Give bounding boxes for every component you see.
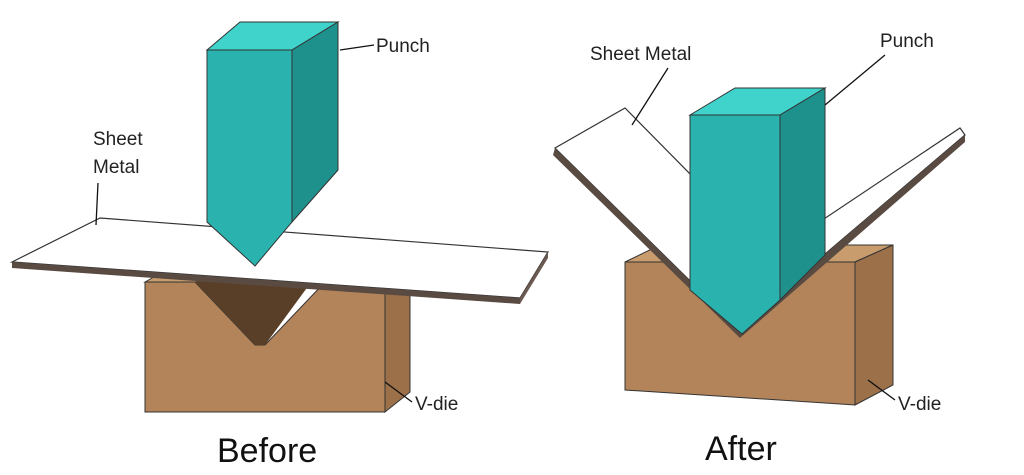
sheet-edge-side (520, 252, 548, 304)
sheet-edge (12, 262, 520, 304)
die-v-groove (195, 270, 320, 345)
punch-front-face (206, 49, 293, 267)
punch-side-face (291, 21, 339, 224)
before-sheet (9, 217, 550, 304)
punch-label: Punch (376, 36, 430, 57)
die-side-face (854, 244, 894, 406)
before-caption: Before (217, 432, 317, 470)
before-labels: Punch Sheet Metal V-die Before (93, 36, 458, 470)
after-caption: After (705, 430, 777, 468)
after-labels: Sheet Metal Punch V-die After (590, 31, 941, 468)
before-punch (205, 21, 340, 267)
v-die-label: V-die (898, 394, 941, 415)
v-die-label: V-die (415, 394, 458, 415)
punch-front-face (689, 114, 781, 335)
sheet-metal-label-line2: Metal (93, 157, 139, 178)
after-punch (688, 87, 827, 335)
punch-label: Punch (880, 31, 934, 52)
sheet-metal-label-line1: Sheet (93, 129, 143, 150)
sheet-metal-label: Sheet Metal (590, 44, 691, 65)
